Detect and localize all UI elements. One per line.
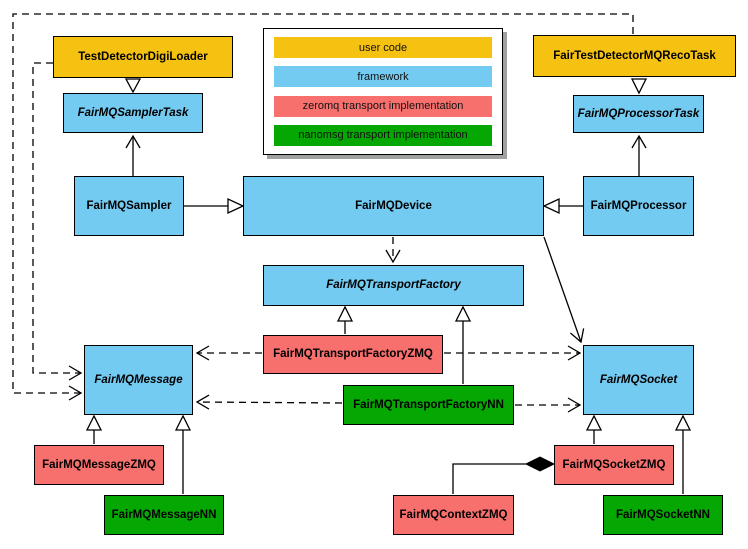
class-box-fairmqprocessortask: FairMQProcessorTask (573, 95, 704, 133)
dependency-edges (12, 13, 634, 413)
edge-inheritance-tfnn-tfactory-head (454, 305, 472, 322)
class-box-fairmqsocketnn: FairMQSocketNN (603, 495, 723, 535)
class-box-fairmqmessagenn: FairMQMessageNN (104, 495, 224, 535)
class-box-testdetectordigiloader: TestDetectorDigiLoader (53, 36, 233, 78)
legend-item-nanomsg: nanomsg transport implementation (274, 124, 492, 146)
legend-item-zeromq: zeromq transport implementation (274, 95, 492, 117)
class-box-fairmqmessagezmq: FairMQMessageZMQ (34, 445, 164, 485)
class-box-fairmqsamplertask: FairMQSamplerTask (63, 93, 203, 133)
inheritance-edges (85, 78, 692, 494)
edge-inheritance-digiloader-samplertask (124, 78, 142, 94)
class-box-fairmqsampler: FairMQSampler (74, 176, 184, 236)
edge-inheritance-sampler-device-head (227, 197, 245, 215)
edge-inheritance-msgnn-message-head (174, 414, 192, 431)
edge-dependency-recotask-message (12, 13, 634, 401)
edge-inheritance-tfzmq-tfactory-head (336, 305, 354, 322)
edge-inheritance-socknn-socket-head (674, 414, 692, 431)
edge-dependency-digiloader-message (32, 62, 83, 381)
class-box-fairmqcontextzmq: FairMQContextZMQ (393, 495, 514, 535)
association-edges (125, 134, 647, 344)
legend-item-user-code: user code (274, 37, 492, 58)
edge-inheritance-sockzmq-socket-head (585, 414, 603, 431)
class-box-fairmqtransportfactorynn: FairMQTransportFactoryNN (343, 385, 514, 425)
class-box-fairmqmessage: FairMQMessage (84, 345, 193, 415)
class-box-fairmqprocessor: FairMQProcessor (583, 176, 694, 236)
class-box-fairmqtransportfactoryzmq: FairMQTransportFactoryZMQ (263, 335, 443, 374)
edge-aggregation-ctxzmq-sockzmq-line (452, 463, 526, 494)
edge-aggregation-ctxzmq-sockzmq-diamond (524, 456, 556, 472)
class-box-fairmqdevice: FairMQDevice (243, 176, 544, 236)
edge-inheritance-processor-device-head (542, 197, 560, 215)
edge-inheritance-recotask-processortask (630, 78, 648, 95)
class-box-fairmqsocket: FairMQSocket (583, 345, 694, 415)
class-box-fairmqsocketzmq: FairMQSocketZMQ (554, 445, 674, 485)
legend-box: user code framework zeromq transport imp… (263, 28, 503, 155)
legend-item-framework: framework (274, 66, 492, 88)
edge-dependency-tfnn-message (195, 394, 343, 410)
aggregation-edges (452, 456, 556, 494)
edge-association-device-socket (543, 236, 585, 344)
class-box-fairmqtransportfactory: FairMQTransportFactory (263, 265, 524, 306)
edge-inheritance-msgzmq-message-head (85, 414, 103, 431)
class-box-fairtestdetectormqrecotask: FairTestDetectorMQRecoTask (533, 35, 736, 77)
